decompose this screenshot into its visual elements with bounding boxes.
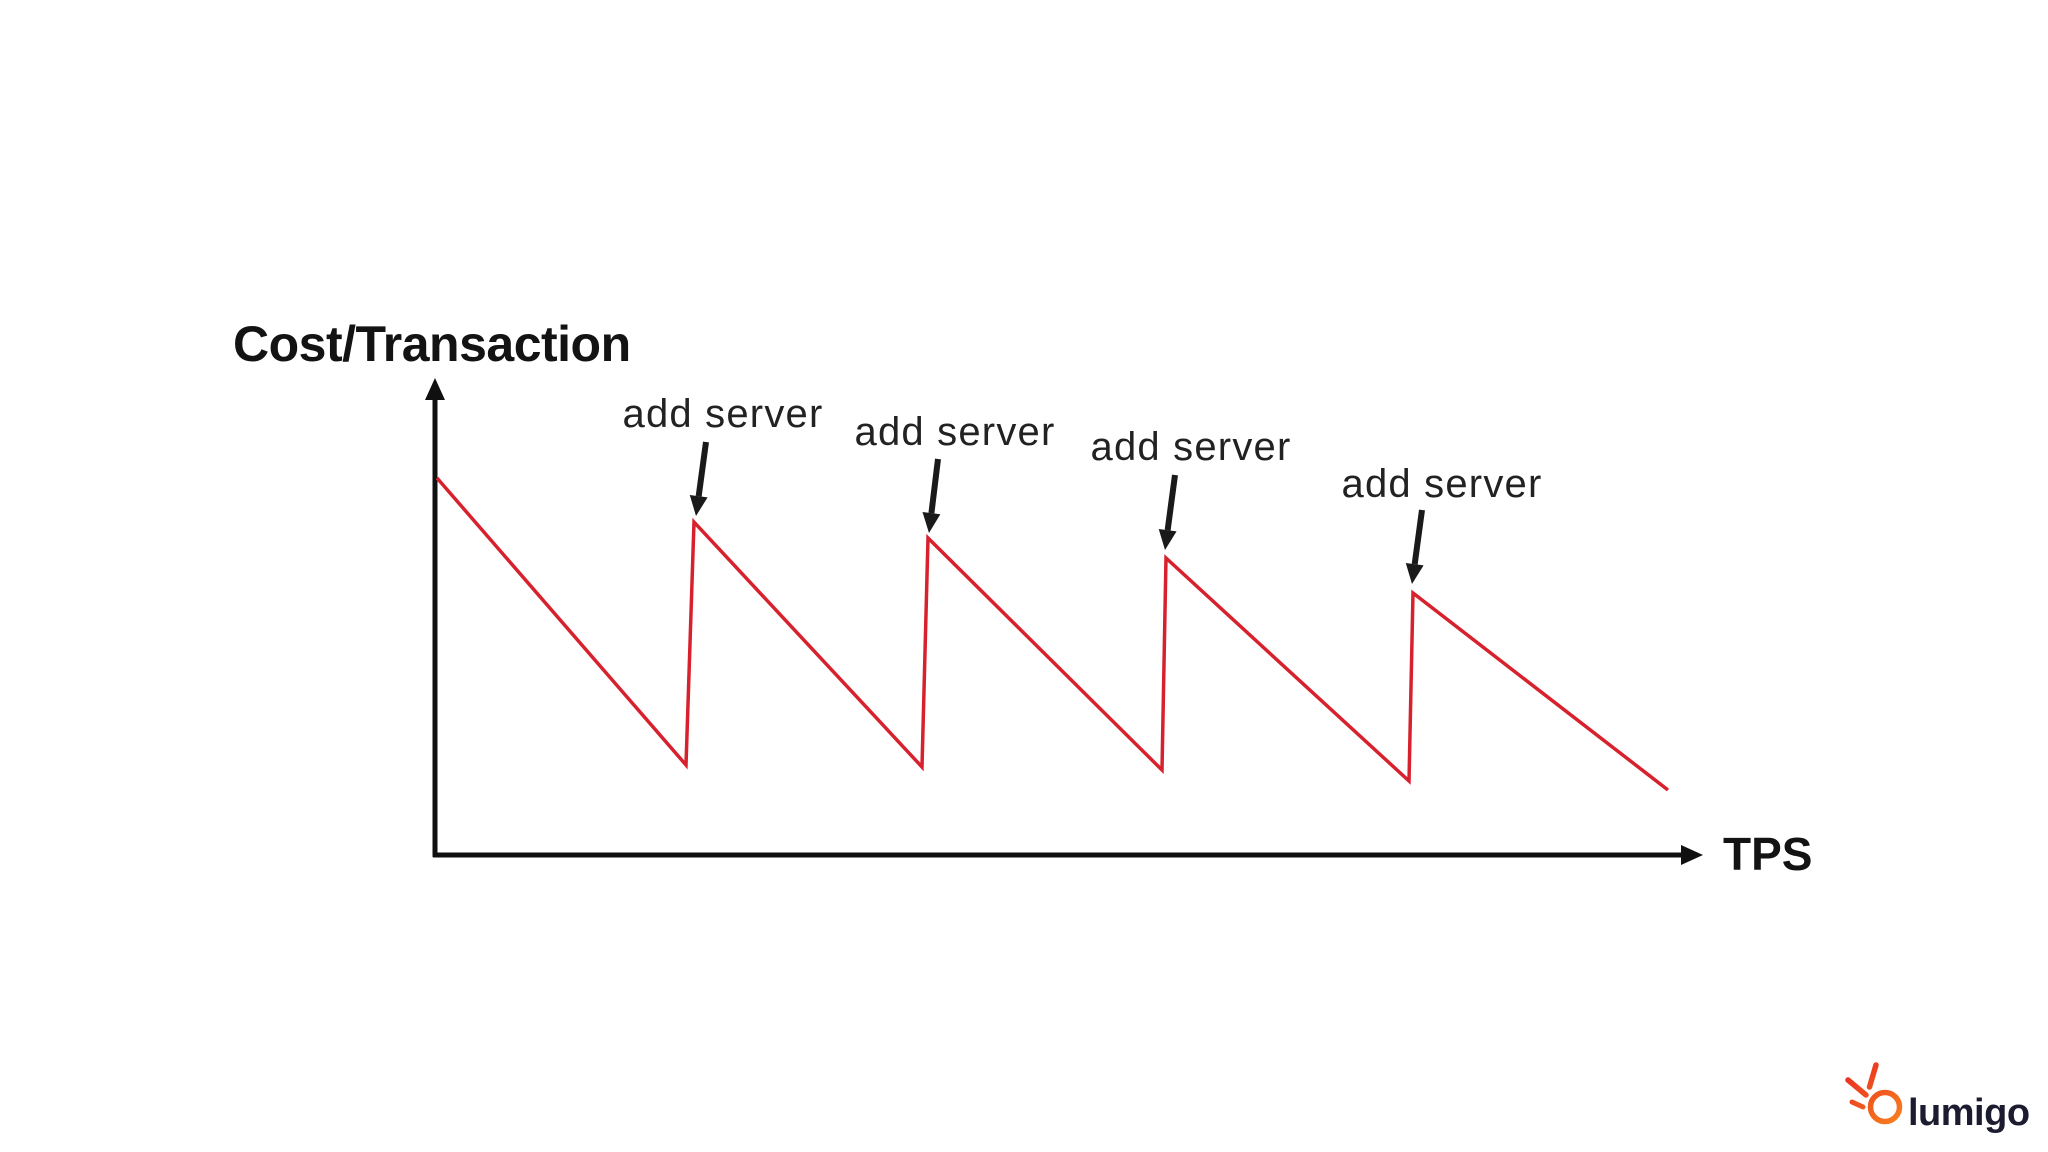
y-axis-head	[425, 378, 445, 400]
annotation-label: add server	[623, 392, 824, 436]
series-line	[435, 476, 1670, 792]
x-axis-head	[1681, 845, 1703, 865]
annotation: add server	[855, 410, 1056, 533]
annotation-arrow-head	[922, 512, 941, 533]
annotation-arrow-shaft	[928, 458, 941, 514]
annotation: add server	[623, 392, 824, 516]
axes	[425, 378, 1703, 865]
annotation-label: add server	[855, 410, 1056, 454]
annotation: add server	[1342, 462, 1543, 584]
cost-curve	[435, 476, 1670, 792]
comet-icon	[1845, 1062, 1903, 1125]
x-axis-label: TPS	[1723, 828, 1812, 880]
comet-tail-2	[1845, 1077, 1869, 1098]
annotation-arrow-shaft	[1164, 474, 1178, 531]
annotation-arrow-shaft	[1411, 509, 1425, 565]
annotation-arrow-head	[1405, 562, 1424, 584]
annotation: add server	[1091, 425, 1292, 550]
comet-ring	[1867, 1089, 1903, 1125]
logo-wordmark: lumigo	[1908, 1092, 2030, 1134]
comet-tail-1	[1866, 1062, 1879, 1090]
comet-tail-3	[1849, 1099, 1866, 1110]
lumigo-logo: lumigo	[1845, 1062, 2030, 1134]
y-axis-label: Cost/Transaction	[233, 316, 631, 372]
annotation-label: add server	[1342, 462, 1543, 506]
annotations: add server add server add server add server	[623, 392, 1543, 584]
annotation-arrow-head	[1158, 528, 1177, 550]
annotation-label: add server	[1091, 425, 1292, 469]
annotation-arrow-shaft	[695, 441, 709, 497]
annotation-arrow-head	[689, 494, 708, 516]
